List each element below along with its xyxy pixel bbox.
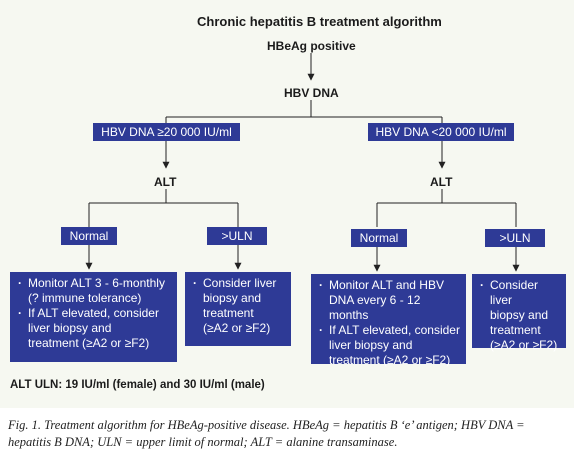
left-uln-label: >ULN bbox=[207, 227, 267, 245]
right-normal-box: Monitor ALT and HBV DNA every 6 - 12 mon… bbox=[311, 274, 466, 367]
right-uln-box: Consider liver biopsy and treatment (≥A2… bbox=[472, 274, 566, 352]
left-uln-item: Consider liver biopsy and treatment (≥A2… bbox=[193, 276, 285, 336]
right-normal-item: Monitor ALT and HBV DNA every 6 - 12 mon… bbox=[319, 278, 460, 323]
right-uln-item: Consider liver biopsy and treatment (≥A2… bbox=[480, 278, 560, 353]
branch-low-label: HBV DNA <20 000 IU/ml bbox=[368, 123, 514, 141]
left-normal-item: Monitor ALT 3 - 6-monthly (? immune tole… bbox=[18, 276, 171, 306]
footnote: ALT ULN: 19 IU/ml (female) and 30 IU/ml … bbox=[10, 379, 265, 391]
root-node-label: HBeAg positive bbox=[267, 39, 356, 53]
diagram-panel: Chronic hepatitis B treatment algorithm … bbox=[0, 0, 574, 408]
right-alt-label: ALT bbox=[430, 175, 453, 189]
diagram-title: Chronic hepatitis B treatment algorithm bbox=[197, 14, 442, 29]
right-normal-label: Normal bbox=[351, 229, 407, 247]
left-alt-label: ALT bbox=[154, 175, 177, 189]
branch-high-label: HBV DNA ≥20 000 IU/ml bbox=[93, 123, 240, 141]
right-normal-item: If ALT elevated, consider liver biopsy a… bbox=[319, 323, 460, 368]
left-normal-item: If ALT elevated, consider liver biopsy a… bbox=[18, 306, 171, 351]
left-normal-box: Monitor ALT 3 - 6-monthly (? immune tole… bbox=[10, 272, 177, 362]
connector-lines bbox=[85, 53, 520, 272]
right-uln-label: >ULN bbox=[485, 229, 545, 247]
figure-caption: Fig. 1. Treatment algorithm for HBeAg-po… bbox=[8, 418, 525, 449]
left-normal-label: Normal bbox=[61, 227, 117, 245]
hbv-dna-node-label: HBV DNA bbox=[284, 86, 339, 100]
left-uln-box: Consider liver biopsy and treatment (≥A2… bbox=[185, 272, 291, 346]
